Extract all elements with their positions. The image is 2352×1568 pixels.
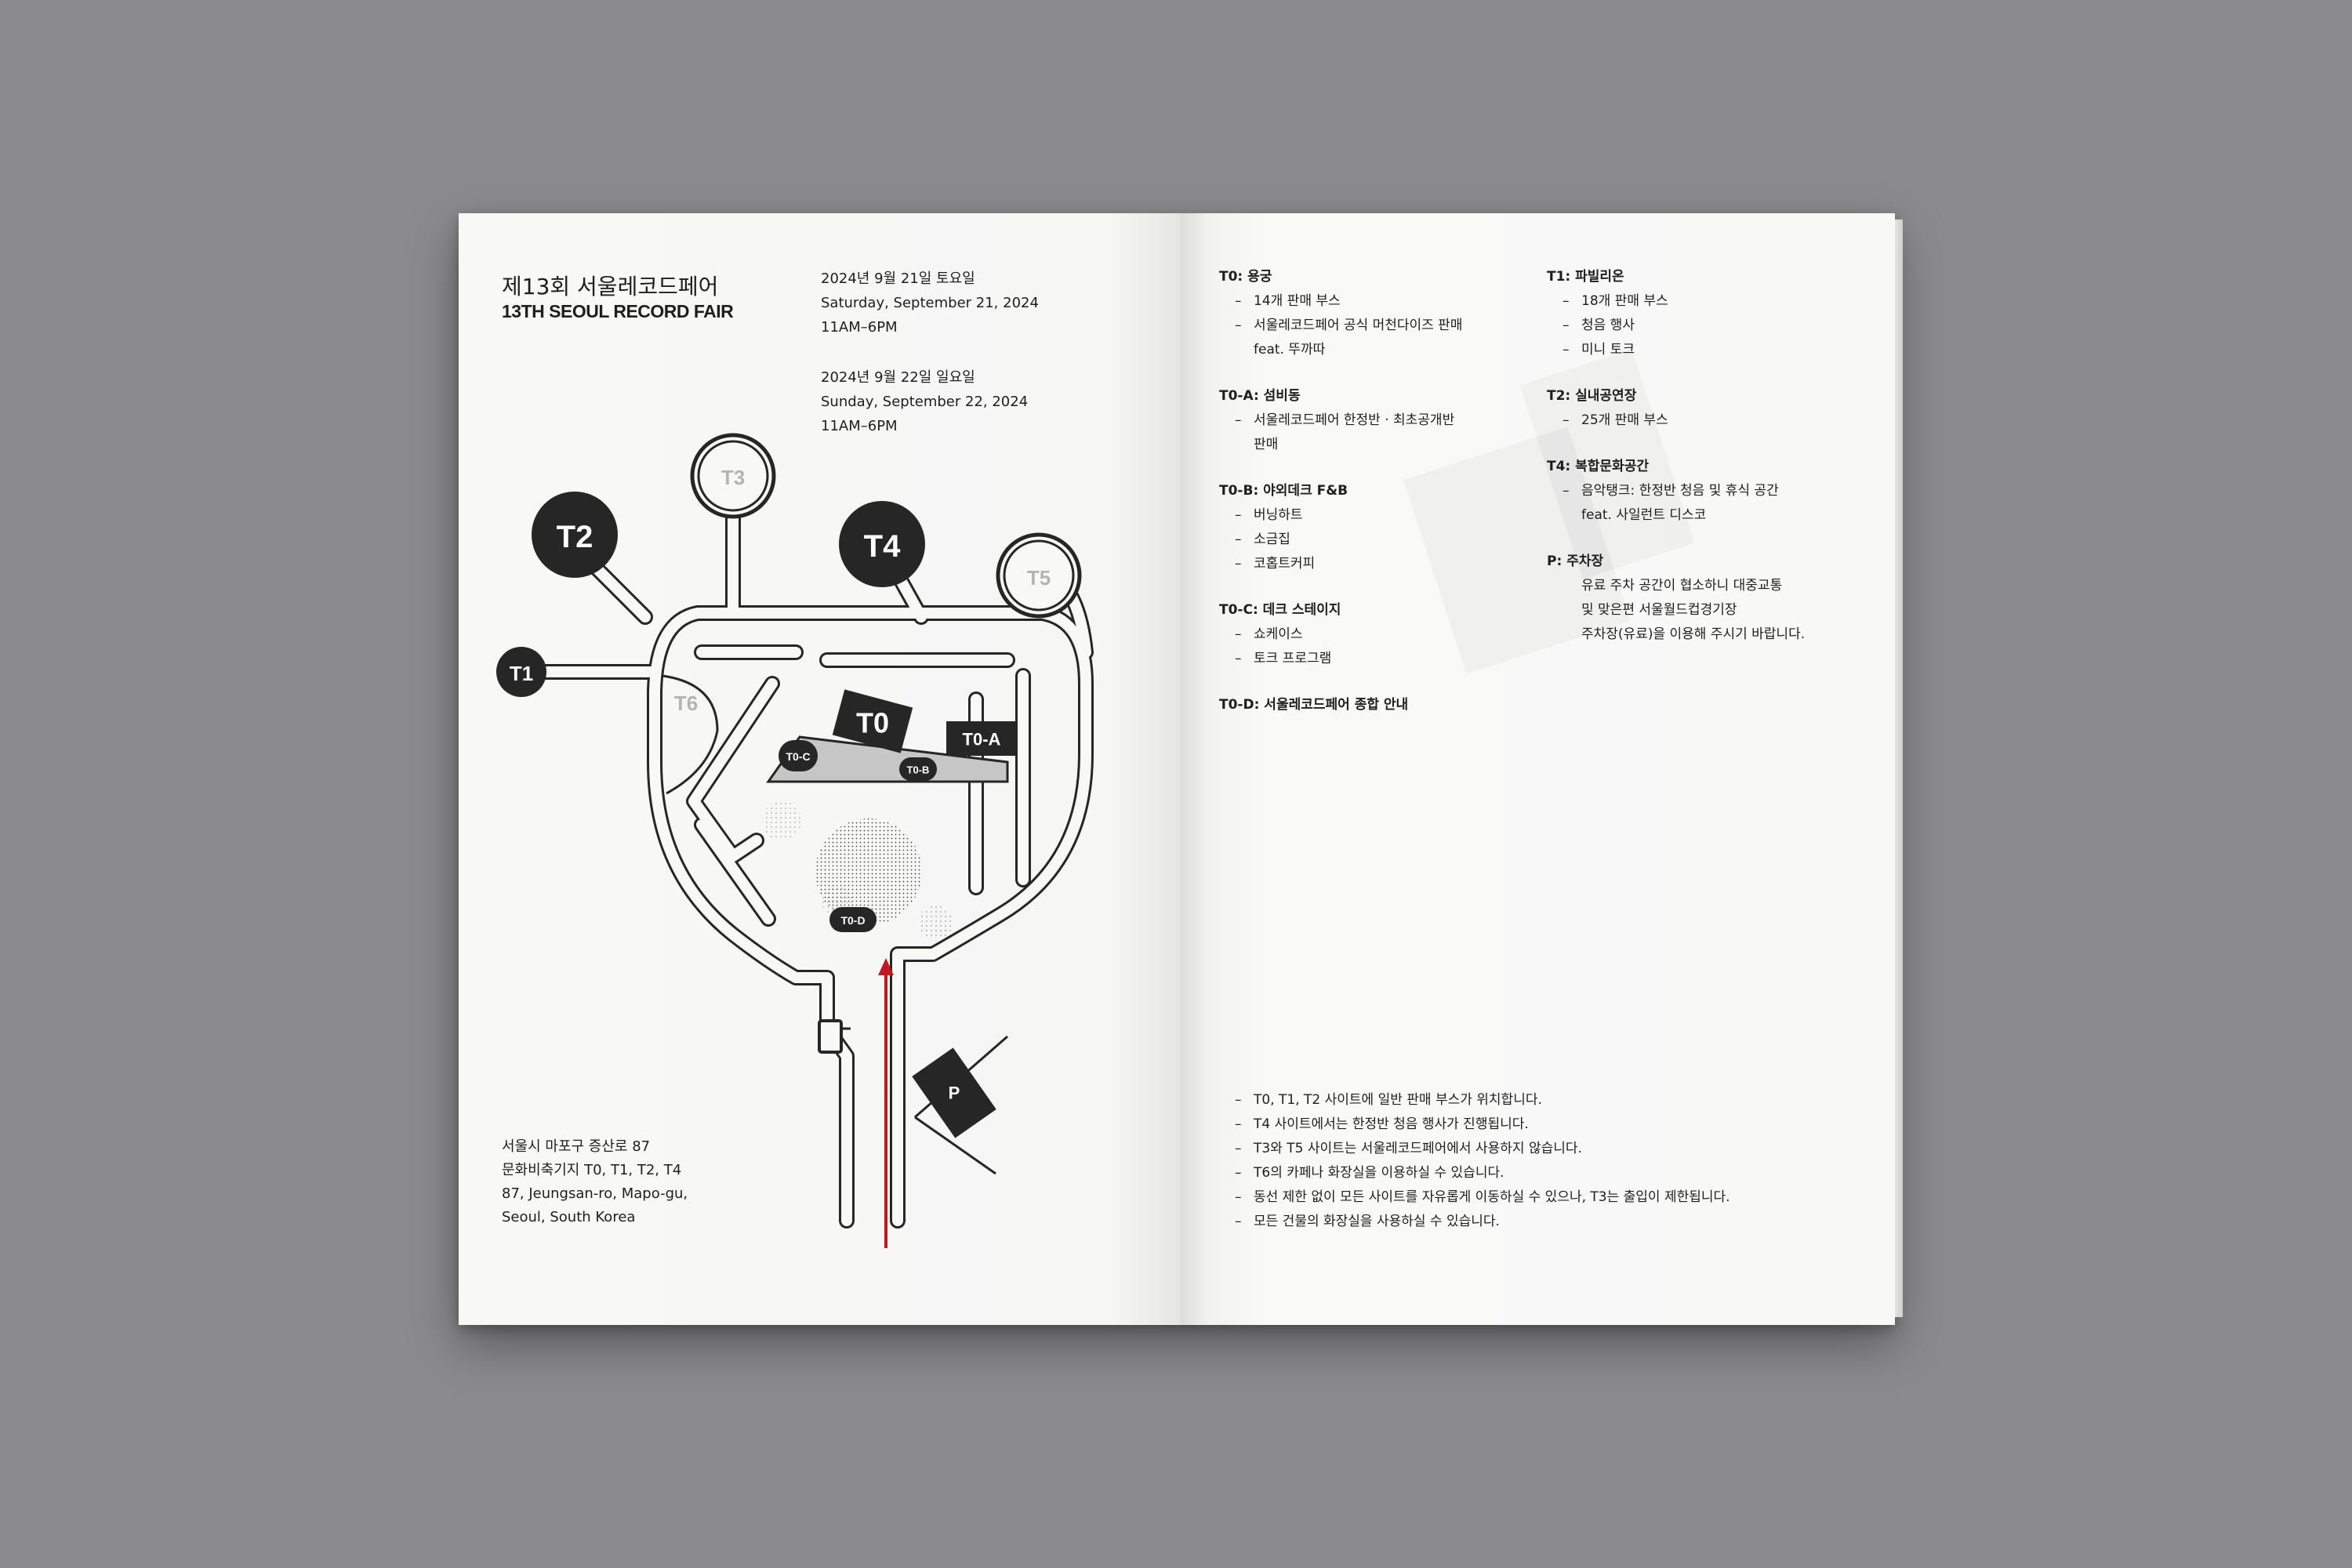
date-day1-time: 11AM–6PM bbox=[821, 319, 898, 336]
parking-block bbox=[912, 1047, 996, 1138]
t4-circle bbox=[839, 501, 925, 587]
note-item: 모든 건물의 화장실을 사용하실 수 있습니다. bbox=[1219, 1210, 1730, 1234]
label-t0a: T0-A bbox=[963, 730, 1001, 750]
legend-item: 코홉트커피 bbox=[1219, 552, 1462, 576]
legend-section-t2: T2: 실내공연장 25개 판매 부스 bbox=[1547, 384, 1805, 433]
legend-heading: P: 주차장 bbox=[1547, 554, 1604, 569]
tree-dot-small-2 bbox=[918, 906, 953, 940]
date-day2-en: Sunday, September 22, 2024 bbox=[821, 394, 1029, 410]
legend-heading: T0-C: 데크 스테이지 bbox=[1219, 602, 1341, 618]
legend-section-t0d: T0-D: 서울레코드페어 종합 안내 bbox=[1219, 693, 1462, 717]
left-page: 제13회 서울레코드페어 13TH SEOUL RECORD FAIR 2024… bbox=[459, 213, 1180, 1325]
legend-item: 쇼케이스 bbox=[1219, 622, 1462, 647]
legend-heading: T2: 실내공연장 bbox=[1547, 388, 1637, 404]
right-page: T0: 용궁 14개 판매 부스 서울레코드페어 공식 머천다이즈 판매 fea… bbox=[1180, 213, 1903, 1325]
page-edge bbox=[1895, 220, 1903, 1317]
legend-item-cont: 유료 주차 공간이 협소하니 대중교통 bbox=[1581, 578, 1783, 593]
date-day2-ko: 2024년 9월 22일 일요일 bbox=[821, 369, 975, 386]
legend-heading: T0-B: 야외데크 F&B bbox=[1219, 483, 1348, 499]
t3-circle bbox=[690, 433, 776, 519]
t0c-pill bbox=[779, 740, 818, 771]
legend-item-cont: feat. 사일런트 디스코 bbox=[1581, 507, 1707, 523]
address-line: 서울시 마포구 증산로 87 bbox=[502, 1138, 651, 1155]
legend-item-cont: 및 맞은편 서울월드컵경기장 bbox=[1581, 602, 1737, 618]
parking-road-line bbox=[914, 1116, 996, 1175]
address-line: 문화비축기지 T0, T1, T2, T4 bbox=[502, 1162, 682, 1178]
t3-circle-inner bbox=[697, 440, 769, 512]
t0b-pill bbox=[899, 757, 937, 781]
t2-circle bbox=[532, 492, 618, 578]
label-t1: T1 bbox=[510, 662, 533, 685]
date-day1: 2024년 9월 21일 토요일 Saturday, September 21,… bbox=[821, 267, 1039, 339]
legend-item-cont: 판매 bbox=[1254, 437, 1279, 452]
t5-circle-inner bbox=[1003, 539, 1075, 612]
entrance-arrow-head bbox=[878, 958, 894, 975]
legend-section-t0a: T0-A: 섬비동 서울레코드페어 한정반 · 최초공개반 판매 bbox=[1219, 384, 1462, 457]
legend-heading: T0-D: 서울레코드페어 종합 안내 bbox=[1219, 697, 1409, 713]
legend-item: 청음 행사 bbox=[1547, 314, 1805, 338]
title-english: 13TH SEOUL RECORD FAIR bbox=[502, 301, 734, 321]
note-item: 동선 제한 없이 모든 사이트를 자유롭게 이동하실 수 있으나, T3는 출입… bbox=[1219, 1185, 1730, 1210]
title-korean: 제13회 서울레코드페어 bbox=[502, 274, 719, 299]
legend-section-t0b: T0-B: 야외데크 F&B 버닝하트 소금집 코홉트커피 bbox=[1219, 479, 1462, 576]
legend-section-t0c: T0-C: 데크 스테이지 쇼케이스 토크 프로그램 bbox=[1219, 598, 1462, 671]
label-t0d: T0-D bbox=[840, 914, 865, 927]
legend-heading: T0: 용궁 bbox=[1219, 269, 1272, 285]
date-day2: 2024년 9월 22일 일요일 Sunday, September 22, 2… bbox=[821, 365, 1028, 438]
legend-item: 25개 판매 부스 bbox=[1547, 408, 1805, 433]
path-outline-outer bbox=[514, 484, 1094, 1229]
legend-heading: T4: 복합문화공간 bbox=[1547, 459, 1649, 474]
label-t3: T3 bbox=[721, 466, 745, 489]
path-outline-inner bbox=[516, 486, 1091, 1226]
date-day1-en: Saturday, September 21, 2024 bbox=[821, 295, 1039, 311]
date-day1-ko: 2024년 9월 21일 토요일 bbox=[821, 270, 975, 287]
tree-dot-small-1 bbox=[762, 801, 801, 840]
legend-item-cont: feat. 뚜까따 bbox=[1254, 342, 1326, 358]
legend-item-cont: 주차장(유료)을 이용해 주시기 바랍니다. bbox=[1581, 626, 1806, 642]
legend-item: 버닝하트 bbox=[1219, 503, 1462, 528]
site-map: P T1 T2 T3 T4 T5 T6 T0 bbox=[496, 433, 1094, 1248]
t5-circle bbox=[996, 532, 1082, 619]
legend-item: 음악탱크: 한정반 청음 및 휴식 공간 bbox=[1547, 479, 1805, 503]
legend-item: 서울레코드페어 한정반 · 최초공개반 bbox=[1219, 408, 1462, 433]
note-item: T0, T1, T2 사이트에 일반 판매 부스가 위치합니다. bbox=[1219, 1088, 1730, 1112]
legend-item: 소금집 bbox=[1219, 528, 1462, 552]
note-item: T6의 카페나 화장실을 이용하실 수 있습니다. bbox=[1219, 1161, 1730, 1185]
address-line: Seoul, South Korea bbox=[502, 1209, 636, 1225]
label-t0b: T0-B bbox=[907, 764, 930, 776]
legend-heading: T1: 파빌리온 bbox=[1547, 269, 1624, 285]
label-t4: T4 bbox=[864, 529, 901, 564]
legend-item: 미니 토크 bbox=[1547, 338, 1805, 362]
t6-building-outline bbox=[662, 674, 719, 795]
legend-section-p: P: 주차장 유료 주차 공간이 협소하니 대중교통 및 맞은편 서울월드컵경기… bbox=[1547, 550, 1805, 647]
label-t0c: T0-C bbox=[786, 750, 810, 763]
label-t2: T2 bbox=[557, 520, 593, 554]
t0a-block bbox=[946, 721, 1017, 756]
booklet-spread: 제13회 서울레코드페어 13TH SEOUL RECORD FAIR 2024… bbox=[459, 213, 1903, 1325]
address-block: 서울시 마포구 증산로 87 문화비축기지 T0, T1, T2, T4 87,… bbox=[502, 1135, 688, 1229]
note-item: T3와 T5 사이트는 서울레코드페어에서 사용하지 않습니다. bbox=[1219, 1137, 1730, 1161]
legend-section-t0: T0: 용궁 14개 판매 부스 서울레코드페어 공식 머천다이즈 판매 fea… bbox=[1219, 265, 1462, 362]
t1-circle bbox=[496, 647, 546, 697]
legend-heading: T0-A: 섬비동 bbox=[1219, 388, 1301, 404]
legend-column-left: T0: 용궁 14개 판매 부스 서울레코드페어 공식 머천다이즈 판매 fea… bbox=[1219, 265, 1462, 739]
legend-item: 18개 판매 부스 bbox=[1547, 289, 1805, 314]
note-item: T4 사이트에서는 한정반 청음 행사가 진행됩니다. bbox=[1219, 1112, 1730, 1137]
label-t5: T5 bbox=[1027, 566, 1051, 590]
legend-column-right: T1: 파빌리온 18개 판매 부스 청음 행사 미니 토크 T2: 실내공연장… bbox=[1547, 265, 1805, 669]
legend-item: 토크 프로그램 bbox=[1219, 647, 1462, 671]
legend-item: 서울레코드페어 공식 머천다이즈 판매 bbox=[1219, 314, 1462, 338]
date-day2-time: 11AM–6PM bbox=[821, 418, 898, 434]
legend-item: 14개 판매 부스 bbox=[1219, 289, 1462, 314]
legend-section-t4: T4: 복합문화공간 음악탱크: 한정반 청음 및 휴식 공간 feat. 사일… bbox=[1547, 455, 1805, 528]
legend-section-t1: T1: 파빌리온 18개 판매 부스 청음 행사 미니 토크 bbox=[1547, 265, 1805, 362]
notes-list: T0, T1, T2 사이트에 일반 판매 부스가 위치합니다. T4 사이트에… bbox=[1219, 1088, 1730, 1234]
label-p: P bbox=[949, 1083, 960, 1103]
address-line: 87, Jeungsan-ro, Mapo-gu, bbox=[502, 1185, 688, 1202]
label-t6: T6 bbox=[674, 691, 698, 715]
label-t0: T0 bbox=[856, 707, 889, 739]
t0-block bbox=[832, 689, 913, 753]
gate-box bbox=[818, 1019, 843, 1054]
t0d-pill bbox=[829, 907, 877, 932]
